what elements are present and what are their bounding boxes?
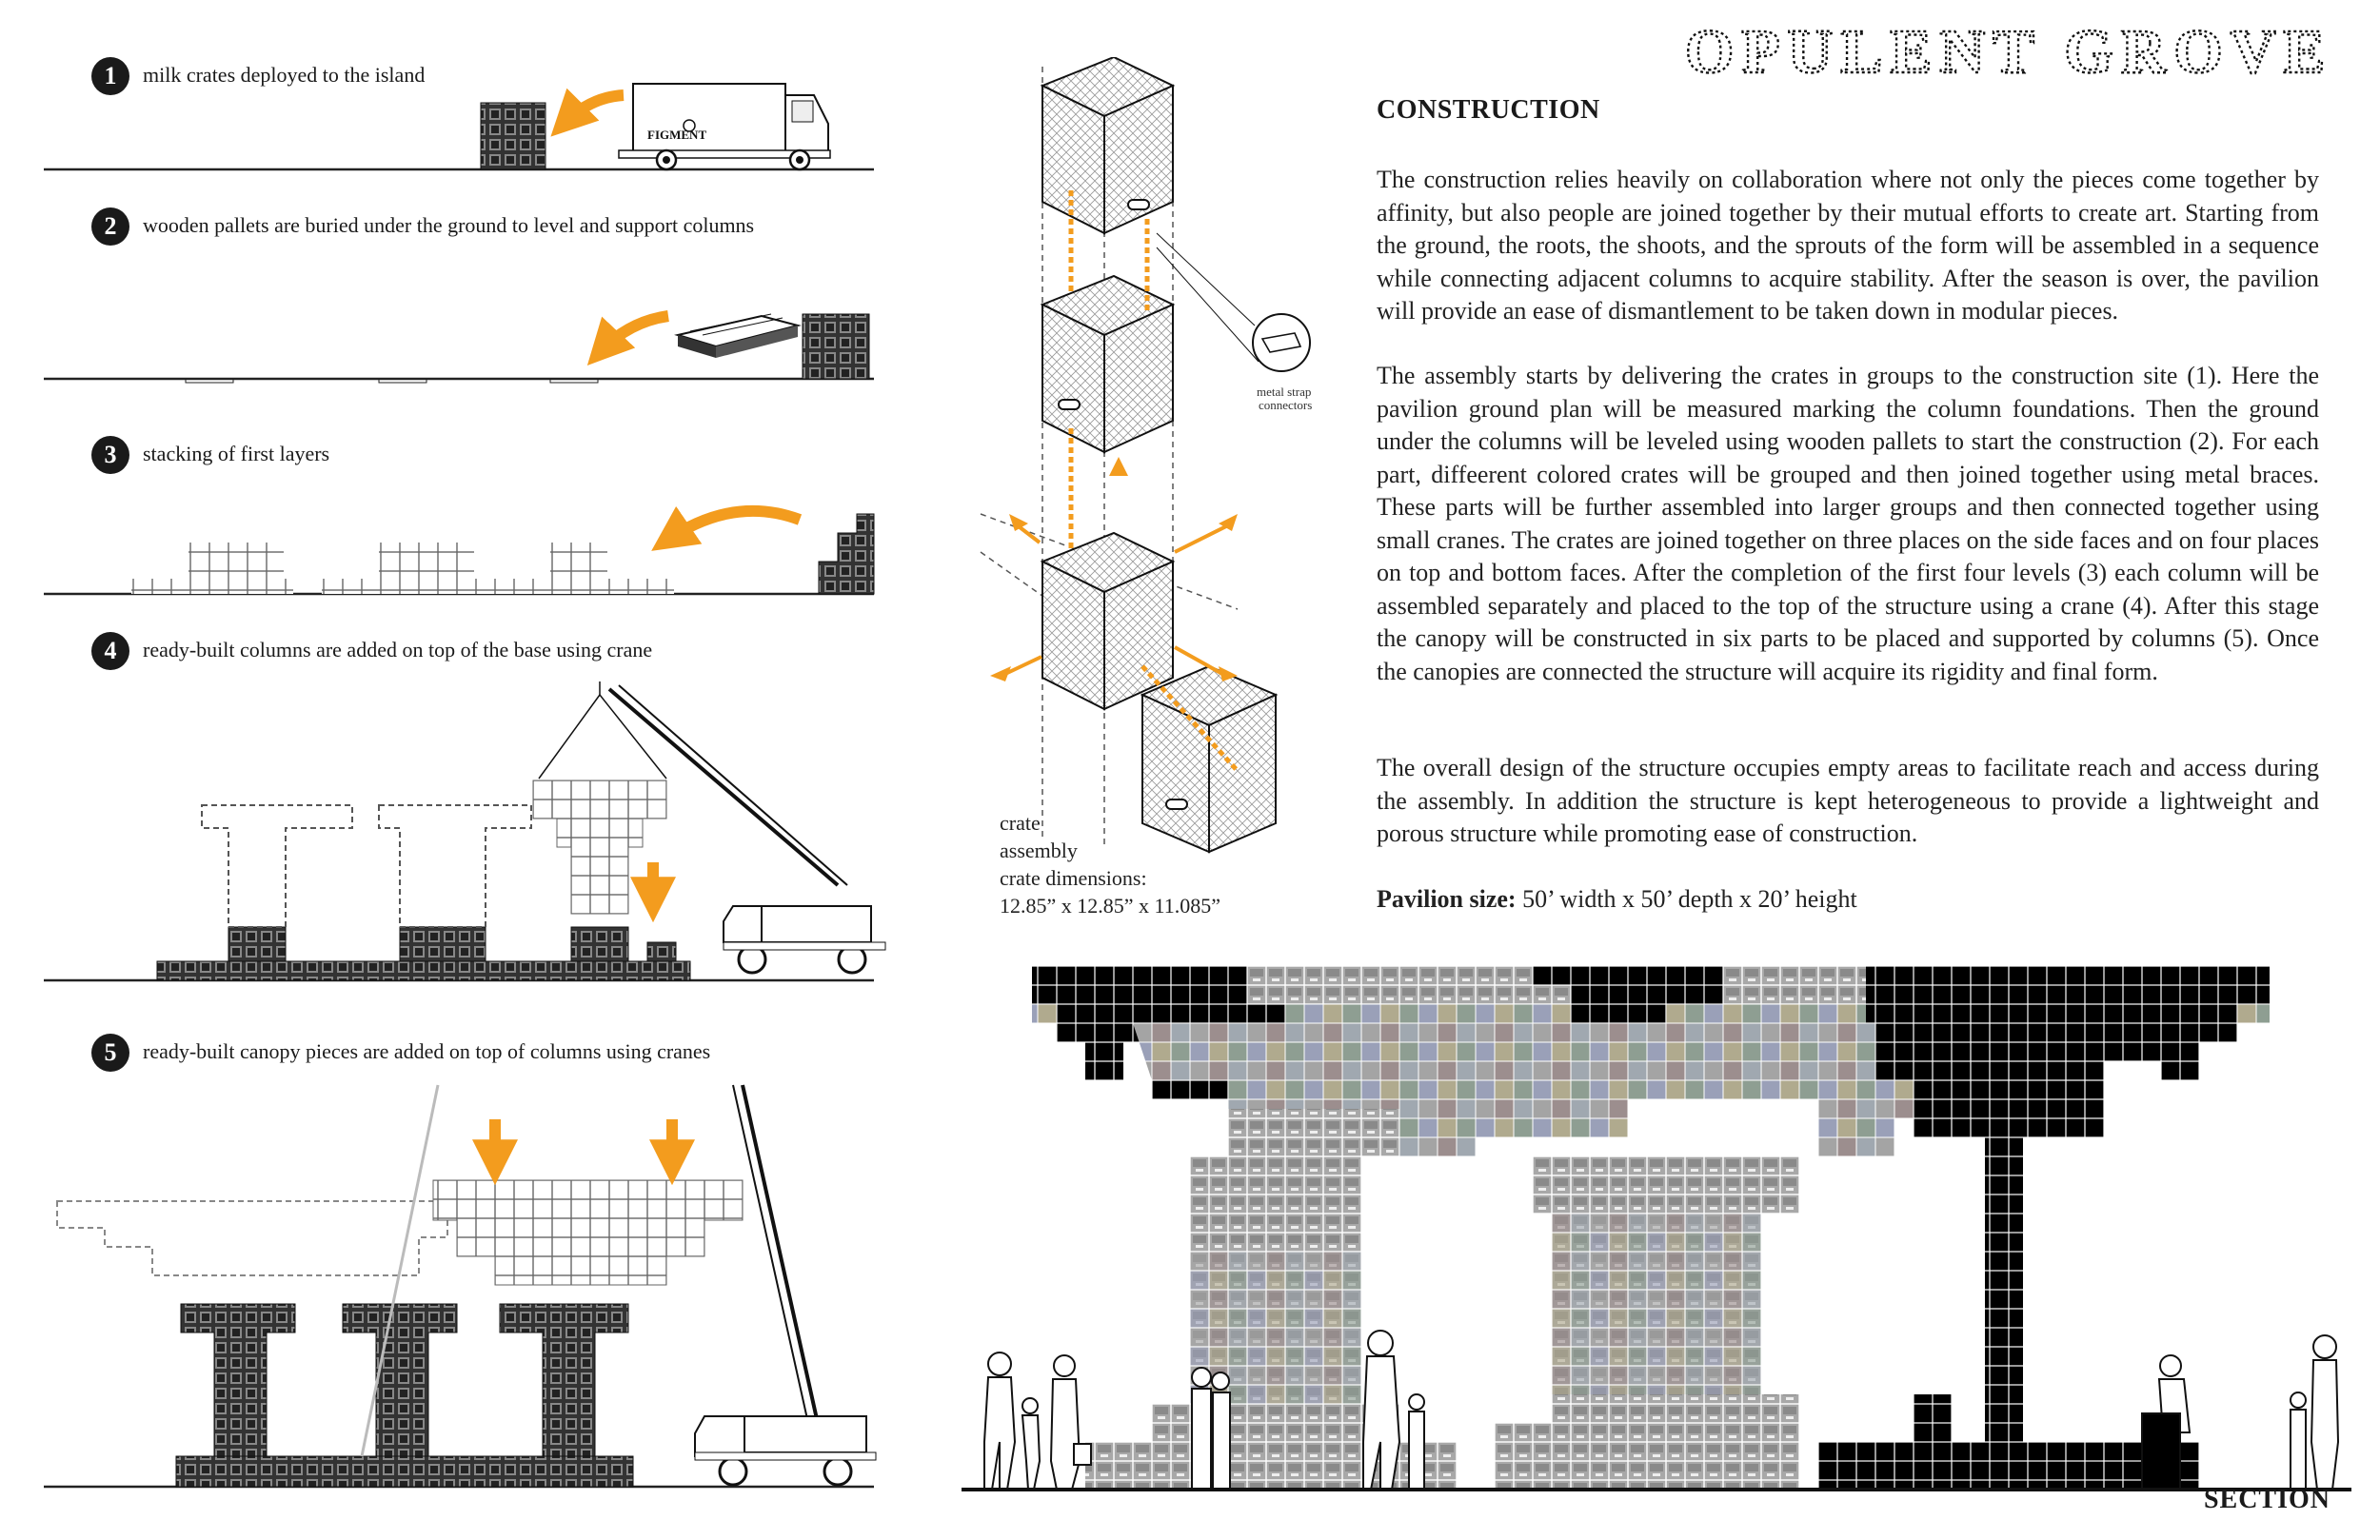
crate-caption-line2: assembly xyxy=(1000,839,1078,862)
construction-heading: CONSTRUCTION xyxy=(1377,95,1600,125)
pavilion-size-value: 50’ width x 50’ depth x 20’ height xyxy=(1516,885,1857,913)
connector-label-line1: metal strap xyxy=(1257,385,1311,399)
pavilion-size-label: Pavilion size: xyxy=(1377,885,1517,913)
step-diagrams: FIGMENT xyxy=(44,83,886,1489)
step-number-5: 5 xyxy=(91,1034,129,1072)
title-logo: OPULENT GROVE xyxy=(1685,21,2332,82)
construction-paragraph-2: The assembly starts by delivering the cr… xyxy=(1377,362,2319,685)
step-4-diagram xyxy=(44,681,886,982)
crate-2 xyxy=(1040,274,1176,454)
crate-3 xyxy=(1040,531,1176,711)
crate-1 xyxy=(1040,57,1176,235)
crate-4 xyxy=(1140,664,1279,854)
crane-truck-icon-2 xyxy=(694,1415,877,1487)
connector-label-line2: connectors xyxy=(1259,398,1312,412)
step-3-diagram xyxy=(44,504,875,596)
crate-caption-line4: 12.85” x 12.85” x 11.085” xyxy=(1000,894,1220,918)
step-1-diagram: FIGMENT xyxy=(44,83,874,171)
crane-truck-icon xyxy=(607,684,886,975)
step-number-2: 2 xyxy=(91,207,129,246)
step-number-4: 4 xyxy=(91,632,129,670)
construction-paragraph-3: The overall design of the structure occu… xyxy=(1377,754,2319,847)
truck-logo: FIGMENT xyxy=(647,128,706,142)
step-label-2: wooden pallets are buried under the grou… xyxy=(143,213,755,237)
crate-caption-line3: crate dimensions: xyxy=(1000,866,1147,890)
step-number-3: 3 xyxy=(91,436,129,474)
title-text: OPULENT GROVE xyxy=(1685,21,2332,82)
pallet-icon xyxy=(674,313,802,358)
crate-assembly-diagram: metal strap connectors xyxy=(980,57,1312,854)
step-2-diagram xyxy=(44,310,874,384)
connector-callout xyxy=(1156,232,1311,372)
pavilion-size: Pavilion size: 50’ width x 50’ depth x 2… xyxy=(1377,883,2319,917)
step-label-1: milk crates deployed to the island xyxy=(143,63,426,87)
step-number-1: 1 xyxy=(91,57,129,95)
crate-caption: crate assembly crate dimensions: 12.85” … xyxy=(1000,809,1220,919)
step-label-3: stacking of first layers xyxy=(143,442,330,465)
step-label-5: ready-built canopy pieces are added on t… xyxy=(143,1039,711,1063)
truck-icon: FIGMENT xyxy=(618,83,831,171)
section-label: SECTION xyxy=(2203,1485,2330,1514)
step-5-diagram xyxy=(44,1084,877,1489)
construction-paragraph-1: The construction relies heavily on colla… xyxy=(1377,166,2319,325)
step-label-4: ready-built columns are added on top of … xyxy=(143,638,653,661)
section-drawing xyxy=(962,966,2351,1491)
crate-caption-line1: crate xyxy=(1000,811,1041,835)
